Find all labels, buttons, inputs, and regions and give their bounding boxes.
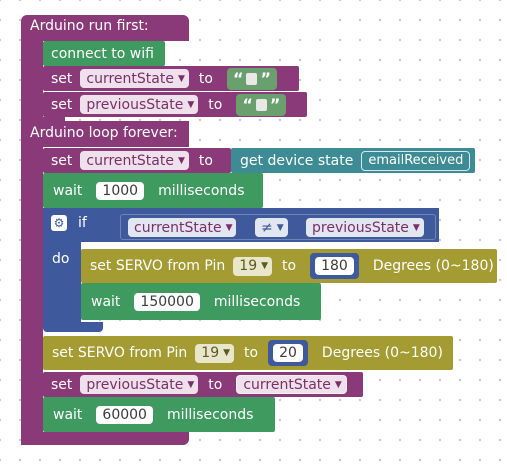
set-label: set [51, 376, 73, 393]
chevron-down-icon: ▼ [261, 261, 269, 271]
loop-left-rail [21, 145, 43, 445]
if-left-rail [43, 240, 81, 325]
empty-text-value[interactable]: “” [236, 93, 287, 116]
right-operand-dropdown[interactable]: previousState▼ [306, 218, 424, 237]
pin-dropdown[interactable]: 19▼ [195, 343, 235, 363]
get-device-state-label: get device state [240, 152, 354, 169]
empty-text-value[interactable]: “” [226, 67, 277, 90]
wait-block[interactable]: wait 150000 milliseconds [81, 283, 321, 320]
chevron-down-icon: ▼ [177, 73, 185, 84]
chevron-down-icon: ▼ [187, 99, 195, 110]
servo-block[interactable]: set SERVO from Pin 19▼ to 20 Degrees (0~… [43, 336, 453, 370]
if-label: if [78, 215, 87, 231]
chevron-down-icon: ▼ [225, 222, 233, 233]
chevron-down-icon: ▼ [187, 379, 195, 390]
chevron-down-icon: ▼ [276, 222, 284, 233]
set-current-state-loop-block[interactable]: set currentState▼ to [43, 148, 231, 173]
degrees-input[interactable]: 20 [273, 344, 303, 362]
get-device-state-block[interactable]: get device state emailReceived [231, 148, 475, 173]
loop-hat-block[interactable] [21, 121, 189, 147]
loop-hat-label: Arduino loop forever: [30, 125, 178, 141]
text-input-field[interactable] [246, 72, 258, 85]
text-input-field[interactable] [255, 98, 267, 111]
variable-dropdown[interactable]: currentState▼ [80, 69, 189, 88]
to-label: to [198, 70, 213, 87]
milliseconds-input[interactable]: 1000 [96, 181, 145, 200]
servo-block[interactable]: set SERVO from Pin 19▼ to 180 Degrees (0… [81, 249, 497, 283]
set-label: set [51, 152, 73, 169]
to-label: to [208, 376, 223, 393]
servo-label: set SERVO from Pin [90, 258, 226, 274]
device-state-name-field[interactable]: emailReceived [361, 150, 471, 171]
variable-dropdown[interactable]: previousState▼ [80, 375, 199, 394]
wait-block[interactable]: wait 1000 milliseconds [43, 173, 263, 208]
degrees-label: Degrees (0~180) [372, 258, 494, 274]
do-label: do [52, 251, 70, 267]
setup-bottom-cap [21, 117, 65, 121]
connect-wifi-label: connect to wifi [51, 45, 154, 62]
chevron-down-icon: ▼ [412, 222, 420, 233]
to-label: to [198, 152, 213, 169]
gear-icon[interactable]: ⚙ [51, 215, 67, 231]
variable-dropdown[interactable]: previousState▼ [80, 95, 199, 114]
chevron-down-icon: ▼ [223, 348, 231, 358]
chevron-down-icon: ▼ [177, 155, 185, 166]
set-previous-state-block[interactable]: set previousState▼ to “” [43, 92, 307, 117]
milliseconds-input[interactable]: 60000 [96, 405, 153, 424]
to-label: to [244, 345, 259, 361]
wait-label: wait [53, 182, 83, 199]
value-variable-dropdown[interactable]: currentState▼ [236, 375, 347, 394]
loop-bottom-cap [21, 432, 189, 445]
if-bottom-cap [43, 322, 103, 332]
to-label: to [282, 258, 297, 274]
setup-left-rail [21, 38, 43, 121]
degrees-input[interactable]: 180 [315, 257, 354, 275]
servo-label: set SERVO from Pin [52, 345, 188, 361]
milliseconds-input[interactable]: 150000 [134, 292, 200, 311]
pin-dropdown[interactable]: 19▼ [233, 256, 273, 276]
milliseconds-label: milliseconds [213, 293, 301, 310]
setup-hat-label: Arduino run first: [30, 18, 149, 34]
operator-dropdown[interactable]: ≠▼ [255, 218, 288, 237]
set-label: set [51, 70, 73, 87]
chevron-down-icon: ▼ [334, 379, 342, 390]
wait-label: wait [91, 293, 121, 310]
milliseconds-label: milliseconds [166, 406, 254, 423]
set-current-state-block[interactable]: set currentState▼ to “” [43, 66, 299, 91]
wait-block[interactable]: wait 60000 milliseconds [43, 397, 275, 432]
wait-label: wait [53, 406, 83, 423]
to-label: to [208, 96, 223, 113]
connect-wifi-block[interactable]: connect to wifi [43, 41, 165, 66]
left-operand-dropdown[interactable]: currentState▼ [128, 218, 237, 237]
variable-dropdown[interactable]: currentState▼ [80, 151, 189, 170]
setup-hat-block[interactable] [21, 15, 189, 41]
degrees-label: Degrees (0~180) [321, 345, 443, 361]
set-label: set [51, 96, 73, 113]
milliseconds-label: milliseconds [158, 182, 245, 199]
set-previous-state-loop-block[interactable]: set previousState▼ to currentState▼ [43, 372, 363, 397]
